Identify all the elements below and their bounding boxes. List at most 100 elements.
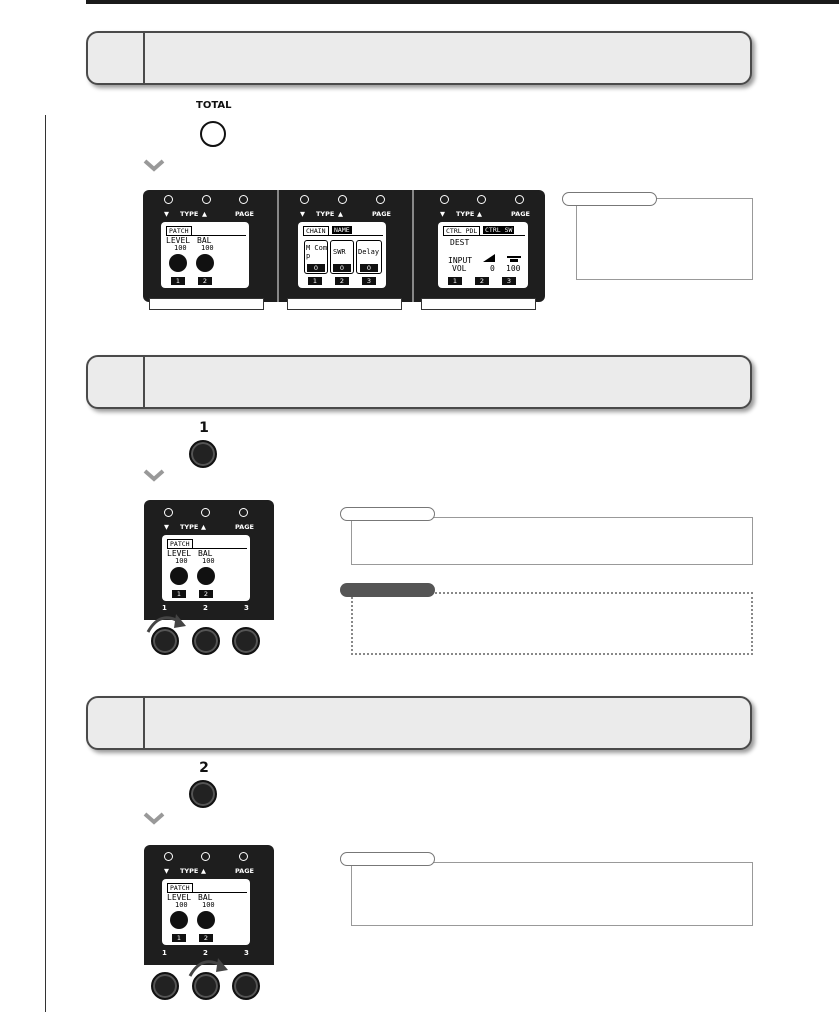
led-indicator	[239, 852, 248, 861]
up-label: ▲	[201, 523, 206, 531]
note-tab	[562, 192, 657, 206]
lcd-screen-patch: PATCH LEVEL BAL 100 100 1 2	[162, 879, 250, 945]
down-label: ▼	[164, 867, 169, 875]
total-button[interactable]	[200, 121, 226, 147]
param-2-box: 2	[198, 277, 212, 285]
knob-3-number: 3	[244, 604, 249, 612]
knob-2[interactable]	[192, 972, 220, 1000]
param-3-box: 3	[502, 277, 516, 285]
level-value: 100	[175, 901, 188, 909]
step-divider	[143, 698, 145, 748]
knob-3[interactable]	[232, 627, 260, 655]
type-label: TYPE	[316, 210, 335, 218]
page-label: PAGE	[235, 867, 254, 875]
led-indicator	[300, 195, 309, 204]
bal-value: 100	[202, 557, 215, 565]
param-1-box: 1	[448, 277, 462, 285]
bal-knob-icon	[196, 254, 214, 272]
slot-2	[330, 240, 354, 274]
param-2-box: 2	[199, 934, 213, 942]
lcd-screen-ctrl: CTRL PDL CTRL SW DEST INPUT VOL 0 100 1 …	[438, 222, 528, 288]
switch-value: 100	[506, 264, 521, 273]
tab-line	[303, 235, 383, 236]
led-indicator	[515, 195, 524, 204]
up-label: ▲	[477, 210, 482, 218]
bal-label: BAL	[198, 549, 213, 558]
bal-value: 100	[202, 901, 215, 909]
patch-tab: PATCH	[167, 539, 193, 548]
side-rule	[45, 115, 46, 1012]
tab-line	[167, 892, 247, 893]
knob-1-number: 1	[162, 949, 167, 957]
level-label: LEVEL	[167, 893, 192, 902]
led-indicator	[201, 508, 210, 517]
knob-1-button[interactable]	[189, 440, 217, 468]
chevron-down-icon	[143, 812, 165, 825]
warning-tab	[340, 583, 435, 597]
chain-tab: CHAIN	[303, 226, 329, 235]
type-label: TYPE	[180, 523, 199, 531]
slot-1	[304, 240, 328, 274]
led-indicator	[477, 195, 486, 204]
knob-3[interactable]	[232, 972, 260, 1000]
level-knob-icon	[170, 911, 188, 929]
page-label: PAGE	[235, 523, 254, 531]
led-indicator	[338, 195, 347, 204]
bal-value: 100	[201, 244, 214, 252]
knob-1[interactable]	[151, 972, 179, 1000]
patch-tab: PATCH	[166, 226, 192, 235]
total-button-label: TOTAL	[196, 100, 232, 111]
note-box	[576, 198, 753, 280]
tab-line	[443, 235, 525, 236]
led-indicator	[164, 508, 173, 517]
slot-2-value: 0	[333, 264, 351, 272]
slot-1-name: M Com	[306, 244, 328, 252]
led-indicator	[239, 195, 248, 204]
ctrl-pdl-tab: CTRL PDL	[443, 226, 481, 235]
step-divider	[143, 33, 145, 83]
slot-3	[356, 240, 382, 274]
name-tab: NAME	[332, 226, 352, 234]
led-indicator	[164, 195, 173, 204]
up-label: ▲	[338, 210, 343, 218]
lcd-screen-patch: PATCH LEVEL BAL 100 100 1 2	[161, 222, 249, 288]
level-value: 100	[174, 244, 187, 252]
led-indicator	[202, 195, 211, 204]
param-3-box: 3	[362, 277, 376, 285]
level-label: LEVEL	[167, 549, 192, 558]
lcd-screen-chain: CHAIN NAME M Com p SWR Delay 0 0 0 1 2 3	[298, 222, 386, 288]
knob-2-number: 2	[203, 604, 208, 612]
up-label: ▲	[202, 210, 207, 218]
level-label: LEVEL	[166, 236, 191, 245]
slot-2-name: SWR	[333, 248, 346, 256]
note-tab	[340, 507, 435, 521]
knob-1[interactable]	[151, 627, 179, 655]
led-indicator	[239, 508, 248, 517]
slot-3-name: Delay	[358, 248, 380, 256]
knob-2-number: 2	[203, 949, 208, 957]
param-1-box: 1	[172, 934, 186, 942]
param-2-box: 2	[199, 590, 213, 598]
slot-1-name-cont: p	[306, 252, 311, 260]
panel-separator	[277, 190, 279, 302]
ctrl-sw-tab: CTRL SW	[483, 226, 515, 234]
bal-label: BAL	[198, 893, 213, 902]
tab-line	[167, 548, 247, 549]
led-indicator	[376, 195, 385, 204]
lcd-screen-patch: PATCH LEVEL BAL 100 100 1 2	[162, 535, 250, 601]
knob-2-label: 2	[199, 760, 209, 776]
top-rule	[86, 0, 839, 4]
note-tab	[340, 852, 435, 866]
knob-2-button[interactable]	[189, 780, 217, 808]
page-label: PAGE	[511, 210, 530, 218]
pedal-icon	[483, 254, 495, 262]
param-2-box: 2	[335, 277, 349, 285]
slot-1-value: 0	[307, 264, 325, 272]
input-label: INPUT	[448, 256, 473, 265]
knob-2[interactable]	[192, 627, 220, 655]
note-box	[351, 862, 753, 926]
level-knob-icon	[169, 254, 187, 272]
bal-knob-icon	[197, 567, 215, 585]
type-label: TYPE	[456, 210, 475, 218]
level-knob-icon	[170, 567, 188, 585]
